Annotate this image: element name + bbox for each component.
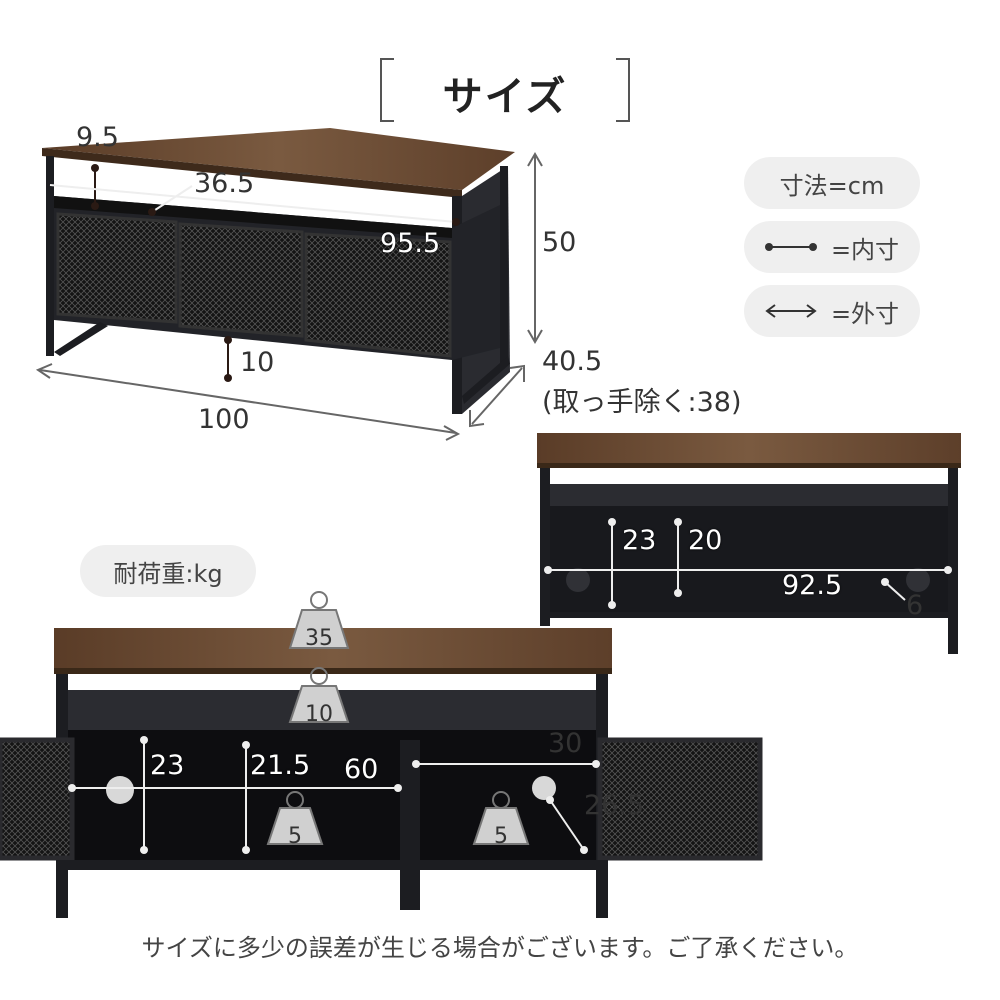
load-legend-pill: 耐荷重:kg xyxy=(80,545,256,597)
unit-legend-pill: 寸法=cm xyxy=(744,157,920,209)
back-h2-label: 20 xyxy=(688,525,723,556)
front-right-width-label: 30 xyxy=(548,728,583,759)
heading-text: サイズ xyxy=(442,74,568,120)
width-label: 100 xyxy=(198,404,250,435)
dot-line-dot-icon xyxy=(764,243,817,251)
page-heading: サイズ xyxy=(380,58,630,122)
tv-stand-back-view xyxy=(537,433,961,654)
back-h1-label: 23 xyxy=(622,525,657,556)
weight-icons xyxy=(266,591,530,845)
heading-bracket-left xyxy=(380,58,394,122)
footer-note: サイズに多少の誤差が生じる場合がございます。ご了承ください。 xyxy=(141,934,859,962)
unit-legend-text: 寸法=cm xyxy=(779,171,885,200)
front-left-height-label: 23 xyxy=(150,750,185,781)
inner-width-label: 95.5 xyxy=(380,228,441,259)
outer-legend-text: =外寸 xyxy=(830,299,900,328)
load-right-cabinet-value: 5 xyxy=(494,824,508,849)
inner-legend-text: =内寸 xyxy=(830,235,900,264)
load-left-cabinet-value: 5 xyxy=(288,824,302,849)
back-width-label: 92.5 xyxy=(782,570,843,601)
depth-label: 40.5 xyxy=(542,346,603,377)
shelf-depth-label: 36.5 xyxy=(194,168,255,199)
back-hole-label: 6 xyxy=(906,590,924,621)
load-right-cabinet-weight: 5 xyxy=(472,800,530,860)
outer-dimension-legend-pill: =外寸 xyxy=(744,285,920,337)
inner-dimension-legend-pill: =内寸 xyxy=(744,221,920,273)
front-mid-height-label: 21.5 xyxy=(250,750,311,781)
load-top-value: 35 xyxy=(305,626,333,651)
load-legend-text: 耐荷重:kg xyxy=(113,559,223,588)
heading-bracket-right xyxy=(616,58,630,122)
load-left-cabinet-weight: 5 xyxy=(266,800,324,860)
height-label: 50 xyxy=(542,227,577,258)
load-shelf-value: 10 xyxy=(305,702,333,727)
depth-note-label: (取っ手除く:38) xyxy=(542,387,742,418)
front-left-width-label: 60 xyxy=(344,754,379,785)
shelf-height-label: 9.5 xyxy=(76,122,119,153)
bottom-clearance-label: 10 xyxy=(240,347,275,378)
tv-stand-perspective xyxy=(35,128,543,441)
front-right-height-label: 26.5 xyxy=(584,790,645,821)
load-shelf-weight: 10 xyxy=(290,678,348,738)
load-top-weight: 35 xyxy=(290,602,348,662)
double-arrow-icon xyxy=(765,304,817,318)
tv-stand-open-front xyxy=(0,628,763,918)
